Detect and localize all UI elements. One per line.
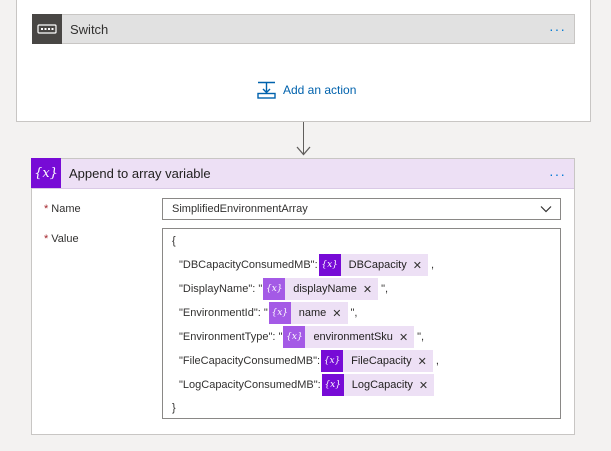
json-line-dbcapacity: "DBCapacityConsumedMB": {x} DBCapacity ✕… bbox=[179, 254, 434, 276]
card-title: Append to array variable bbox=[69, 166, 211, 181]
json-line-environmenttype: "EnvironmentType": " {x} environmentSku … bbox=[179, 326, 424, 348]
variable-icon: {x} bbox=[268, 302, 291, 324]
close-icon[interactable]: ✕ bbox=[412, 259, 422, 272]
close-icon[interactable]: ✕ bbox=[398, 331, 409, 344]
chevron-down-icon[interactable] bbox=[539, 202, 553, 216]
card-header[interactable]: {x} Append to array variable ··· bbox=[31, 158, 574, 189]
json-line-displayname: "DisplayName": " {x} displayName ✕ ", bbox=[179, 278, 388, 300]
close-brace: } bbox=[172, 402, 176, 414]
open-brace: { bbox=[172, 235, 176, 247]
json-suffix: ", bbox=[417, 331, 425, 343]
json-suffix: ", bbox=[381, 283, 389, 295]
connector-line bbox=[303, 122, 304, 155]
dynamic-token[interactable]: {x} DBCapacity ✕ bbox=[318, 254, 428, 276]
json-suffix: , bbox=[435, 355, 439, 367]
switch-title: Switch bbox=[70, 21, 109, 37]
json-key: "DBCapacityConsumedMB": bbox=[179, 259, 318, 271]
value-label-text: Value bbox=[51, 233, 79, 245]
variable-icon: {x} bbox=[31, 158, 61, 188]
dynamic-token[interactable]: {x} environmentSku ✕ bbox=[283, 326, 415, 348]
required-marker: * bbox=[44, 233, 49, 245]
name-label-text: Name bbox=[51, 203, 81, 215]
name-dropdown[interactable]: SimplifiedEnvironmentArray bbox=[162, 198, 561, 220]
connector-arrow bbox=[296, 146, 311, 156]
name-dropdown-value: SimplifiedEnvironmentArray bbox=[172, 203, 308, 215]
dynamic-token[interactable]: {x} LogCapacity ✕ bbox=[321, 374, 435, 396]
variable-icon: {x} bbox=[321, 350, 344, 372]
json-line-filecapacity: "FileCapacityConsumedMB": {x} FileCapaci… bbox=[179, 350, 439, 372]
variable-icon: {x} bbox=[263, 278, 286, 300]
json-suffix: , bbox=[430, 259, 434, 271]
variable-icon: {x} bbox=[318, 254, 341, 276]
card-more-button[interactable]: ··· bbox=[549, 165, 566, 182]
switch-scope: Switch ··· Add an action bbox=[16, 0, 591, 122]
close-icon[interactable]: ✕ bbox=[417, 355, 427, 368]
variable-icon: {x} bbox=[321, 374, 344, 396]
json-line-logcapacity: "LogCapacityConsumedMB": {x} LogCapacity… bbox=[179, 374, 437, 396]
token-label: displayName bbox=[293, 283, 357, 295]
json-suffix: ", bbox=[350, 307, 358, 319]
token-label: LogCapacity bbox=[351, 379, 413, 391]
json-line-environmentid: "EnvironmentId": " {x} name ✕ ", bbox=[179, 302, 357, 324]
json-key: "FileCapacityConsumedMB": bbox=[179, 355, 321, 367]
dynamic-token[interactable]: {x} name ✕ bbox=[268, 302, 348, 324]
json-key: "EnvironmentId": " bbox=[179, 307, 268, 319]
variable-icon: {x} bbox=[283, 326, 306, 348]
name-field-label: *Name bbox=[44, 203, 81, 215]
close-icon[interactable]: ✕ bbox=[332, 307, 342, 320]
dynamic-token[interactable]: {x} displayName ✕ bbox=[263, 278, 379, 300]
value-editor[interactable]: { "DBCapacityConsumedMB": {x} DBCapacity… bbox=[162, 228, 561, 419]
add-action-button[interactable]: Add an action bbox=[257, 81, 356, 99]
add-action-label: Add an action bbox=[283, 83, 357, 97]
value-field-label: *Value bbox=[44, 233, 79, 245]
token-label: name bbox=[298, 307, 327, 319]
close-icon[interactable]: ✕ bbox=[418, 379, 429, 392]
required-marker: * bbox=[44, 203, 49, 215]
switch-more-button[interactable]: ··· bbox=[549, 21, 566, 37]
close-icon[interactable]: ✕ bbox=[362, 283, 373, 296]
switch-card[interactable]: Switch ··· bbox=[32, 14, 575, 44]
switch-icon bbox=[32, 14, 62, 44]
json-key: "EnvironmentType": " bbox=[179, 331, 283, 343]
add-action-icon bbox=[257, 81, 276, 99]
json-key: "LogCapacityConsumedMB": bbox=[179, 379, 321, 391]
dynamic-token[interactable]: {x} FileCapacity ✕ bbox=[321, 350, 433, 372]
append-to-array-card: {x} Append to array variable ··· *Name S… bbox=[31, 158, 575, 435]
token-label: DBCapacity bbox=[348, 259, 407, 271]
token-label: FileCapacity bbox=[351, 355, 412, 367]
json-key: "DisplayName": " bbox=[179, 283, 263, 295]
token-label: environmentSku bbox=[313, 331, 393, 343]
